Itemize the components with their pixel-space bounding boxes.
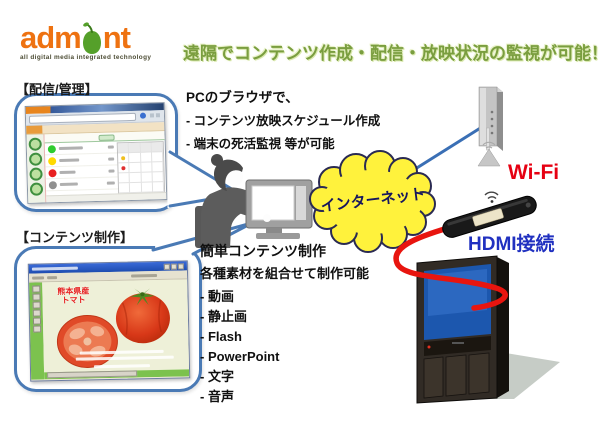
tv-shadow [430, 353, 560, 399]
wifi-label: Wi-Fi [508, 161, 560, 184]
status-dot-gray [48, 180, 57, 189]
antenna-cone-icon [477, 148, 501, 167]
creation-description: 簡単コンテンツ制作 各種素材を組合せて制作可能 - 動画 - 静止画 - Fla… [200, 241, 369, 407]
table-dot-yellow [121, 156, 126, 161]
tool-button [31, 285, 40, 293]
speech-bubble-tail-management [167, 150, 242, 208]
dashboard-main [44, 131, 167, 203]
section-label-management: 【配信/管理】 [16, 82, 98, 97]
material-item: - PowerPoint [200, 349, 280, 364]
creation-desc-title: 簡単コンテンツ制作 [200, 243, 326, 259]
maximize-icon [170, 263, 177, 270]
browser-button-icon [149, 113, 155, 118]
headline-banner: 遠隔でコンテンツ作成・配信・放映状況の監視が可能！ [183, 44, 600, 63]
sidebar-icon [28, 137, 42, 151]
wifi-signal-icon [484, 191, 499, 203]
connection-line-cloud-router [410, 125, 484, 173]
logo-tagline: all digital media integrated technology [20, 54, 152, 61]
logo-wordmark: adm nt [20, 20, 151, 55]
go-button-icon [139, 112, 147, 119]
material-item: - 音声 [200, 389, 234, 404]
tool-button [32, 309, 41, 317]
person-illustration [195, 154, 313, 248]
management-description: PCのブラウザで、 - コンテンツ放映スケジュール作成 - 端末の死活監視 等が… [186, 86, 380, 152]
close-icon [177, 262, 184, 270]
minimize-icon [163, 263, 170, 270]
authoring-screenshot: 熊本県産 トマト [27, 260, 191, 382]
section-label-creation: 【コンテンツ制作】 [16, 230, 134, 245]
cloud-label: インターネット [319, 185, 427, 216]
slide-canvas: 熊本県産 トマト [42, 279, 190, 380]
status-row [45, 177, 120, 192]
status-dot-green [47, 144, 56, 153]
status-dot-red [48, 168, 57, 177]
status-dot-yellow [48, 156, 57, 165]
dashboard-footer-strip [46, 192, 167, 203]
wifi-waves-icon [482, 141, 496, 149]
tv-display [416, 255, 560, 404]
dashboard-screenshot [24, 102, 168, 204]
horizontal-scrollbar [47, 369, 138, 378]
status-mini-table [116, 141, 166, 195]
creation-speech-bubble: 熊本県産 トマト [14, 246, 202, 392]
url-input [28, 112, 137, 124]
tool-button [32, 317, 41, 325]
tv-screen [424, 264, 491, 340]
browser-button-icon [155, 113, 161, 118]
management-speech-bubble [14, 93, 178, 212]
leaf-icon [82, 22, 101, 54]
pc-monitor [245, 179, 313, 239]
slide-title: 熊本県産 トマト [57, 286, 90, 305]
material-item: - 静止画 [200, 309, 247, 324]
material-item: - 動画 [200, 289, 234, 304]
sidebar-icon [29, 182, 44, 196]
table-dot-red [121, 166, 126, 171]
management-desc-title: PCのブラウザで、 [186, 90, 299, 105]
sidebar-icon [28, 152, 43, 166]
material-item: - 文字 [200, 369, 234, 384]
admont-logo: adm nt all digital media integrated tech… [20, 22, 151, 61]
canvas-bottom-strip [44, 369, 190, 380]
authoring-body: 熊本県産 トマト [29, 279, 190, 380]
management-desc-bullet: - 端末の死活監視 等が可能 [186, 137, 335, 151]
logo-text-right: nt [102, 20, 131, 55]
management-desc-bullet: - コンテンツ放映スケジュール作成 [186, 114, 381, 128]
wifi-router [477, 86, 503, 167]
status-row-list [44, 141, 120, 192]
creation-desc-subtitle: 各種素材を組合せて制作可能 [200, 266, 370, 281]
dashboard-sidebar [26, 134, 47, 203]
dashboard-button [98, 134, 115, 141]
material-item: - Flash [200, 329, 242, 344]
tool-button [31, 293, 41, 301]
sidebar-icon [29, 167, 43, 181]
tomato-artwork [42, 279, 190, 380]
tool-button [32, 301, 41, 309]
hdmi-label: HDMI接続 [468, 234, 555, 255]
logo-text-left: adm [20, 20, 82, 55]
dashboard-body [26, 131, 167, 203]
tool-button [32, 325, 41, 333]
